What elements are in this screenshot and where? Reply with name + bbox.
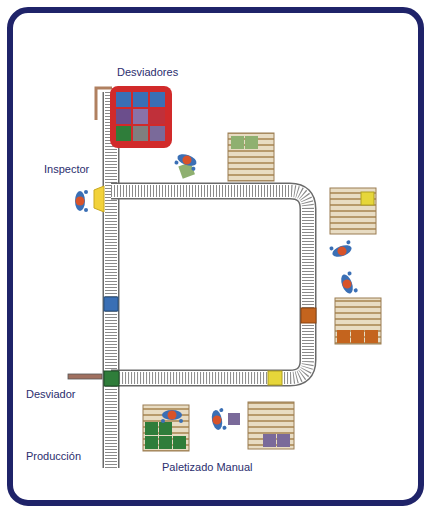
- conveyor: [111, 92, 308, 468]
- illustration-part: [335, 298, 381, 344]
- illustration-part: [161, 410, 183, 423]
- illustration-part: [191, 166, 196, 171]
- illustration-part: [212, 415, 222, 425]
- illustration-part: [268, 371, 282, 385]
- illustration-part: [150, 126, 165, 141]
- illustration-part: [75, 190, 88, 212]
- illustration-part: [210, 408, 227, 432]
- illustration-part: [110, 86, 172, 148]
- illustration-part: [179, 419, 183, 423]
- illustration-part: [159, 422, 172, 435]
- illustration-part: [68, 374, 102, 379]
- illustration-part: [331, 243, 353, 259]
- illustration-part: [111, 191, 308, 378]
- label-text: Producción: [26, 450, 81, 463]
- illustration-part: [336, 245, 348, 257]
- workers: [161, 152, 358, 432]
- illustration-part: [96, 88, 112, 120]
- frame: [10, 10, 421, 503]
- illustration-part: [143, 405, 189, 451]
- illustration-part: [245, 136, 258, 149]
- illustration-part: [161, 419, 165, 423]
- illustration-part: [150, 92, 165, 107]
- illustration-part: [75, 191, 85, 211]
- illustration-part: [248, 402, 294, 449]
- illustration-part: [365, 330, 378, 343]
- illustration-part: [353, 288, 358, 293]
- illustration-part: [84, 190, 88, 194]
- label-text: Desviador: [26, 388, 76, 401]
- illustration-part: [346, 240, 351, 245]
- illustration-part: [361, 192, 374, 205]
- illustration-part: [339, 271, 359, 296]
- illustration-part: [105, 92, 117, 468]
- illustration-part: [162, 410, 182, 420]
- illustration-part: [351, 330, 364, 343]
- diverter: [68, 371, 119, 386]
- illustration-part: [111, 191, 308, 378]
- illustration-part: [174, 152, 199, 172]
- illustration-part: [84, 208, 88, 212]
- illustration-part: [263, 434, 276, 447]
- illustration-part: [181, 154, 193, 166]
- label-text: Inspector: [44, 163, 89, 176]
- illustration-part: [329, 246, 334, 251]
- illustration-part: [94, 186, 104, 212]
- illustration-part: [104, 92, 118, 468]
- illustration-part: [176, 152, 198, 168]
- illustration-part: [111, 191, 308, 378]
- illustration-part: [339, 273, 355, 295]
- illustration-part: [222, 426, 227, 431]
- illustration-part: [228, 133, 274, 181]
- illustration-part: [76, 197, 85, 206]
- illustration-part: [219, 408, 224, 413]
- illustration-part: [104, 371, 119, 386]
- illustration-part: [330, 188, 376, 234]
- illustration-part: [103, 92, 120, 468]
- illustration-part: [116, 109, 131, 124]
- illustration-part: [104, 297, 118, 311]
- inspector-station: [75, 186, 104, 212]
- illustration-part: [133, 109, 148, 124]
- pallets: [143, 133, 381, 451]
- illustration-part: [174, 160, 179, 165]
- illustration-part: [301, 308, 316, 323]
- illustration-part: [210, 409, 223, 430]
- illustration-part: [329, 240, 354, 260]
- illustration-part: [150, 109, 165, 124]
- illustration-part: [145, 422, 158, 435]
- label-text: Paletizado Manual: [162, 461, 253, 474]
- illustration-part: [116, 126, 131, 141]
- illustration-part: [145, 436, 158, 449]
- illustration-part: [228, 413, 240, 425]
- illustration-part: [116, 92, 131, 107]
- illustration-part: [133, 92, 148, 107]
- illustration-part: [231, 136, 244, 149]
- illustration-part: [173, 436, 186, 449]
- illustration-part: [347, 271, 352, 276]
- illustration-part: [159, 436, 172, 449]
- illustration-part: [277, 434, 290, 447]
- illustration-part: [133, 126, 148, 141]
- illustration-part: [341, 278, 353, 290]
- illustration-part: [337, 330, 350, 343]
- illustration-part: [168, 411, 177, 420]
- label-text: Desviadores: [117, 66, 178, 79]
- boxes: [104, 297, 316, 385]
- diverters: [96, 86, 172, 148]
